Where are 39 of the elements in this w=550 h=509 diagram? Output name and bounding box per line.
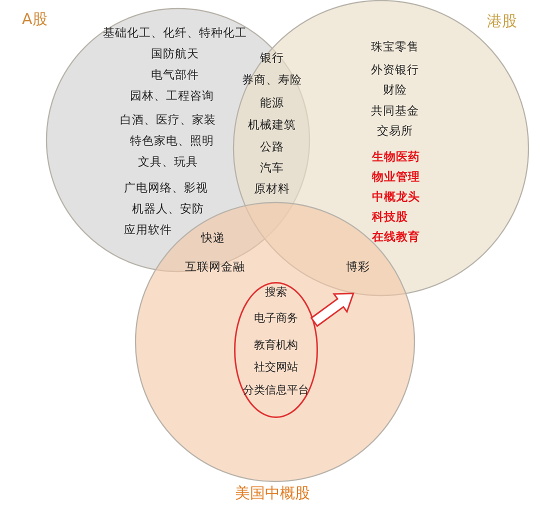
category-text: 原材料 — [254, 182, 290, 196]
category-text: 共同基金 — [371, 104, 419, 118]
category-text: 机械建筑 — [248, 118, 296, 132]
category-text: 外资银行 — [371, 62, 419, 78]
category-text: 应用软件 — [124, 222, 172, 238]
category-text: 公路 — [260, 140, 284, 154]
category-text: 社交网站 — [254, 360, 298, 374]
set-title: 港股 — [487, 12, 517, 31]
category-text: 电气部件 — [151, 68, 199, 82]
category-text: 在线教育 — [372, 230, 420, 244]
category-text: 中概龙头 — [372, 190, 420, 204]
category-text: 银行 — [260, 50, 284, 66]
category-text: 物业管理 — [372, 170, 420, 184]
category-text: 汽车 — [260, 160, 284, 176]
category-text: 科技股 — [372, 210, 408, 224]
category-text: 互联网金融 — [185, 260, 245, 274]
category-text: 搜索 — [265, 284, 287, 300]
category-text: 能源 — [260, 96, 284, 110]
category-text: 教育机构 — [254, 338, 298, 352]
category-text: 券商、寿险 — [242, 72, 302, 88]
category-text: 交易所 — [377, 124, 413, 138]
category-text: 园林、工程咨询 — [130, 88, 214, 104]
category-text: 白酒、医疗、家装 — [120, 112, 216, 128]
category-text: 珠宝零售 — [371, 40, 419, 54]
category-text: 分类信息平台 — [243, 382, 309, 398]
category-text: 财险 — [383, 82, 407, 98]
category-text: 快递 — [201, 230, 225, 246]
block-arrow — [310, 292, 354, 328]
set-title: 美国中概股 — [235, 484, 310, 503]
category-text: 广电网络、影视 — [124, 180, 208, 196]
category-text: 博彩 — [346, 260, 370, 274]
category-text: 机器人、安防 — [132, 202, 204, 216]
category-text: 文具、玩具 — [138, 154, 198, 170]
category-text: 特色家电、照明 — [130, 134, 214, 148]
category-text: 生物医药 — [372, 150, 420, 164]
category-text: 电子商务 — [254, 310, 298, 326]
category-text: 基础化工、化纤、特种化工 — [103, 26, 247, 40]
category-text: 国防航天 — [151, 46, 199, 62]
set-title: A股 — [22, 10, 48, 29]
